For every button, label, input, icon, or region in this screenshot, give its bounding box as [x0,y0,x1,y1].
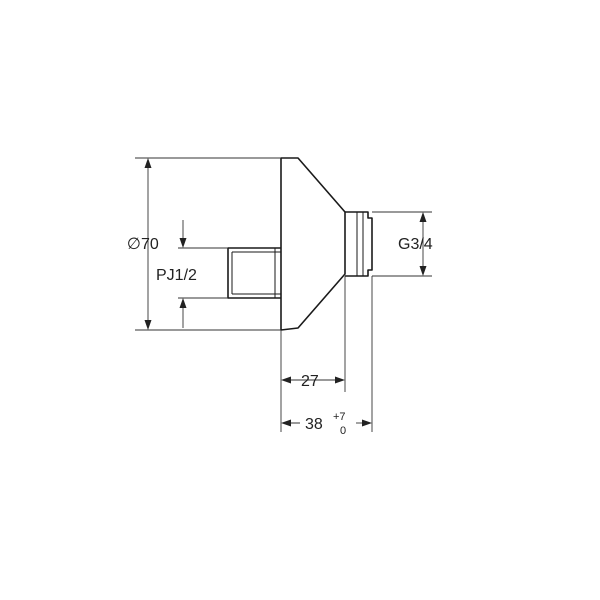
arrowheads [144,158,427,427]
outlet-nozzle [345,211,373,277]
arrow-depth-body-left [281,376,291,384]
arrow-outlet-bottom [419,266,427,276]
arrow-depth-body-right [335,376,345,384]
label-outlet-thread: G3/4 [398,236,433,253]
dimension-labels: ∅70 PJ1/2 G3/4 27 38 +7 0 [127,236,433,437]
label-inlet-thread: PJ1/2 [156,267,197,284]
diameter-symbol: ∅ [127,236,141,253]
arrow-depth-total-right [362,419,372,427]
inlet-thread [227,247,281,299]
arrow-diameter-top [144,158,152,168]
arrow-diameter-bottom [144,320,152,330]
label-depth-total: 38 [305,416,323,433]
dimension-lines [135,157,432,432]
part-outline [227,157,373,331]
label-depth-total-tol-upper: +7 [333,411,346,423]
label-depth-body: 27 [301,373,319,390]
arrow-inlet-bottom [179,298,187,308]
diameter-value: 70 [141,236,159,253]
flange-cone-body [280,157,346,331]
label-depth-total-tol-lower: 0 [340,425,346,437]
arrow-outlet-top [419,212,427,222]
arrow-depth-total-left [281,419,291,427]
label-diameter: ∅70 [127,236,159,253]
arrow-inlet-top [179,238,187,248]
